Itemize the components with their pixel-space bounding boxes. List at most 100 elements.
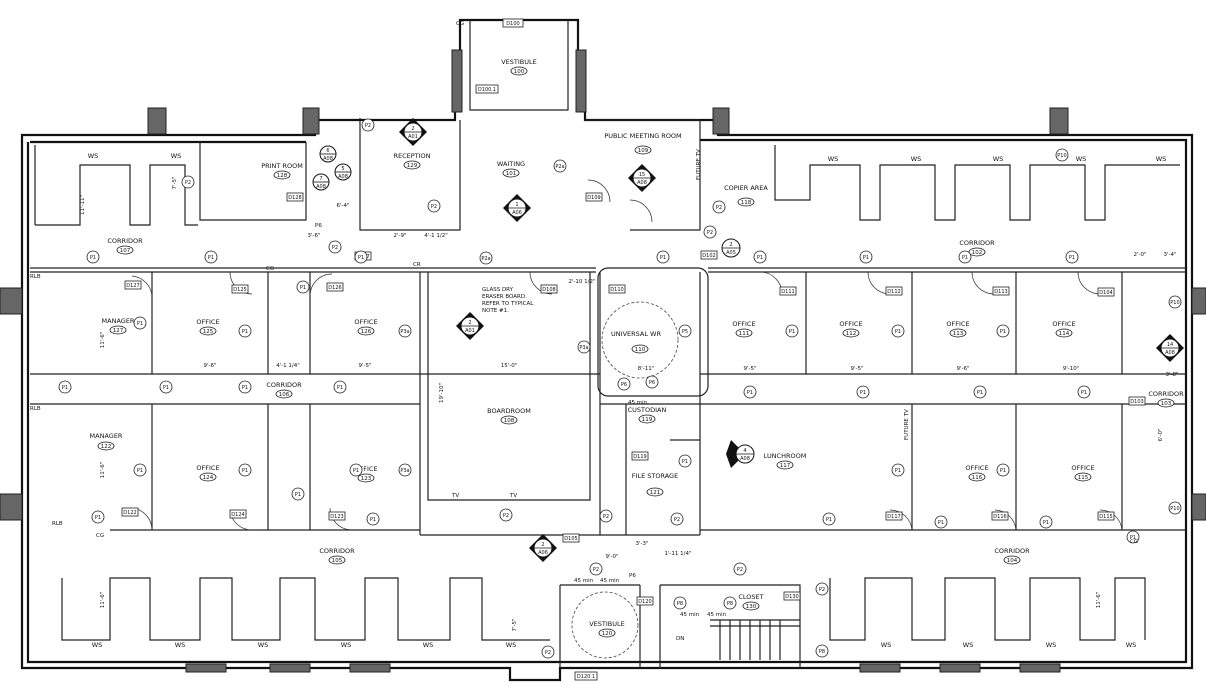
partition-tag-label: P8 (677, 601, 683, 607)
room-number-102: 102 (972, 250, 983, 256)
svg-text:A06: A06 (538, 550, 548, 556)
ws-label: WS (993, 155, 1004, 163)
partition-tag-label: P1 (895, 468, 901, 474)
partition-tag (541, 645, 555, 659)
svg-text:15: 15 (639, 172, 645, 178)
dim-label: 3'-8" (1165, 372, 1178, 378)
partition-tag (703, 225, 717, 239)
partition-tag-label: P1 (789, 329, 795, 335)
room-number-oval (1055, 328, 1073, 338)
partition-tag-label: P1 (137, 321, 143, 327)
room-number-oval (631, 344, 649, 354)
partition-tag-label: P5 (682, 329, 688, 335)
room-number-101: 101 (506, 171, 517, 177)
partition-tag-label: P1 (242, 468, 248, 474)
room-name-lunchroom: LUNCHROOM (764, 452, 807, 460)
svg-text:2: 2 (411, 126, 414, 132)
partition-tag (238, 463, 252, 477)
section-marker: 7 A08 (312, 173, 330, 191)
room-name-reception: RECEPTION (393, 152, 430, 160)
room-name-office-112: OFFICE (839, 320, 862, 328)
room-number-oval (1157, 398, 1175, 408)
room-number-oval (97, 441, 115, 451)
room-number-113: 113 (953, 331, 964, 337)
room-number-oval (500, 415, 518, 425)
note-glass-board-4: NOTE #1. (482, 308, 509, 314)
room-number-oval (968, 247, 986, 257)
partition-tag-label: P1 (62, 385, 68, 391)
ws-label: WS (1076, 155, 1087, 163)
door-tag (585, 192, 603, 202)
door-tag-label: D126 (328, 285, 341, 291)
door-tag (326, 282, 344, 292)
note-min: 45 min (600, 578, 620, 584)
partition-tag (133, 316, 147, 330)
room-number-130: 130 (746, 604, 757, 610)
room-number-112: 112 (846, 331, 857, 337)
partition-tag (398, 324, 412, 338)
dim-label: 9'-5" (358, 363, 371, 369)
turning-circle-vestibule (571, 591, 639, 659)
partition-tag-label: P2 (431, 204, 437, 210)
room-number-oval (776, 460, 794, 470)
room-number-124: 124 (203, 475, 214, 481)
partition-tag-label: P2a (481, 256, 490, 262)
room-number-oval (199, 326, 217, 336)
dim-label: 9'-6" (203, 363, 216, 369)
room-number-oval (328, 555, 346, 565)
partition-tag-label: P1 (863, 255, 869, 261)
note-rlb: RLB (30, 274, 41, 280)
section-marker: 15 A08 (628, 164, 656, 192)
door-tag-label: D124 (231, 512, 244, 518)
door-tag (885, 511, 903, 521)
workstation-labels: WS WS WS WS WS WS WS WS WS WS WS WS WS W… (88, 152, 1167, 649)
room-name-vestibule-120: VESTIBULE (589, 620, 625, 628)
svg-text:6: 6 (326, 148, 329, 154)
partition-tag (291, 487, 305, 501)
partition-tag-label: P1 (358, 255, 364, 261)
ws-label: WS (1046, 641, 1057, 649)
room-name-print-room: PRINT ROOM (261, 162, 303, 170)
partition-tag-label: P2 (185, 180, 191, 186)
room-number-103: 103 (1161, 401, 1172, 407)
room-number-117: 117 (780, 463, 791, 469)
room-name-manager-122: MANAGER (90, 432, 123, 440)
door-tag-label: D120.1 (577, 674, 595, 680)
partition-tag (238, 324, 252, 338)
room-number-119: 119 (642, 417, 653, 423)
door-tag-label: D123 (330, 514, 343, 520)
partition-tag (159, 380, 173, 394)
partition-tag-label: P1 (242, 385, 248, 391)
partition-tag-label: P1 (95, 515, 101, 521)
note-future-tv-lunch: FUTURE TV (904, 409, 910, 440)
partition-tag (996, 463, 1010, 477)
dim-label: 9'-5" (743, 366, 756, 372)
room-name-office-126: OFFICE (354, 318, 377, 326)
note-min: 45 min (628, 400, 648, 406)
svg-text:7: 7 (319, 176, 322, 182)
dim-label: 7'-5" (512, 618, 518, 631)
partition-tag (204, 250, 218, 264)
note-min: 45 min (680, 612, 700, 618)
svg-text:A08: A08 (740, 456, 750, 462)
partition-tag (238, 380, 252, 394)
partition-tag (599, 509, 613, 523)
note-glass-board-2: ERASER BOARD. (482, 294, 527, 300)
room-name-office-111: OFFICE (732, 320, 755, 328)
door-tag-label: D116 (993, 514, 1006, 520)
dim-label: 4'-1 1/2" (424, 233, 448, 239)
door-tag (1128, 396, 1146, 406)
partition-tag (973, 385, 987, 399)
ws-label: WS (881, 641, 892, 649)
partition-tag-label: P2 (674, 517, 680, 523)
door-tag-label: D119 (633, 454, 646, 460)
partition-tag (996, 324, 1010, 338)
room-name-corridor-104: CORRIDOR (994, 547, 1030, 555)
partition-tag-label: P8 (727, 601, 733, 607)
workstations-bottom (61, 577, 1146, 641)
partition-tag (133, 463, 147, 477)
partition-tag-label: P1 (1130, 535, 1136, 541)
svg-text:4: 4 (743, 448, 746, 454)
room-number-120: 120 (602, 631, 613, 637)
door-tag (992, 286, 1010, 296)
